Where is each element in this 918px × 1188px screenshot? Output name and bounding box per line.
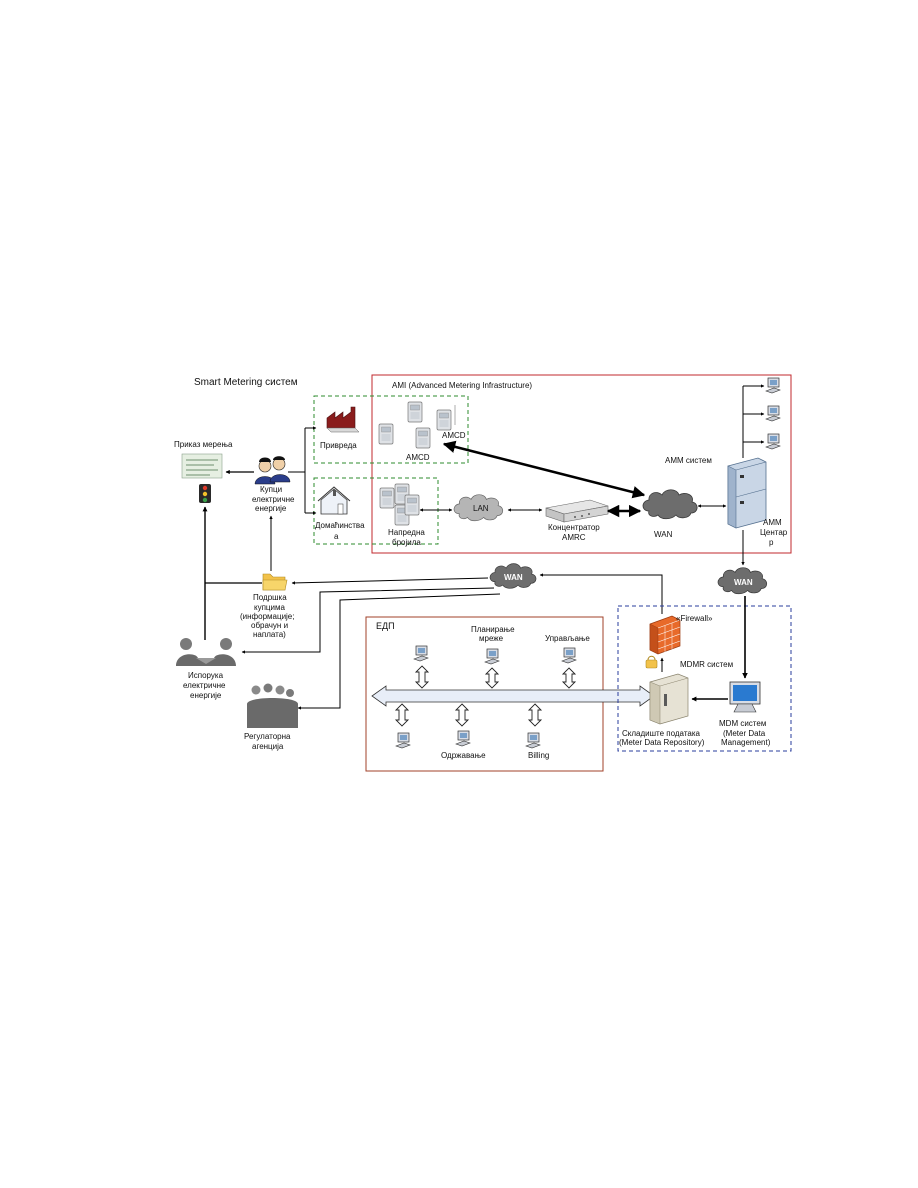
edp-bus-connectors (394, 665, 577, 727)
traffic-light-icon (199, 484, 211, 503)
prikaz-merenja-label: Приказ мерења (174, 440, 233, 449)
podrska-label-1: Подршка (253, 593, 287, 602)
billing-label: Billing (528, 751, 549, 760)
podrska-label-4: обрачун и (251, 621, 288, 630)
mdm-label-2: (Meter Data (723, 729, 766, 738)
mdm-label-3: Management) (721, 738, 771, 747)
smart-metering-title: Smart Metering систем (194, 377, 298, 388)
upravljanje-label: Управљање (545, 634, 590, 643)
amm-sistem-label: AMM систем (665, 456, 712, 465)
podrska-label-2: купцима (254, 603, 285, 612)
napredna-label-1: Напредна (388, 528, 425, 537)
kupci-label-2: електричне (252, 495, 295, 504)
meter-display-icon (181, 453, 223, 479)
skladiste-label-2: (Meter Data Repository) (619, 738, 705, 747)
domacinstva-label-2: а (334, 532, 339, 541)
wan-main-label: WAN (654, 530, 673, 539)
mdm-label-1: MDM систем (719, 719, 766, 728)
napredna-label-2: бројила (392, 538, 421, 547)
customers-icon (254, 456, 291, 485)
amm-server-icon (727, 457, 767, 529)
amm-centar-label-2: Центар (760, 528, 788, 537)
lan-cloud-icon (453, 494, 504, 522)
lock-icon (645, 655, 658, 669)
amcd-meters-top (378, 401, 456, 449)
isporuka-label-2: електричне (183, 681, 226, 690)
house-icon (317, 486, 351, 515)
koncentrator-label-2: AMRC (562, 533, 586, 542)
ami-title: AMI (Advanced Metering Infrastructure) (392, 381, 532, 390)
isporuka-label-3: енергије (190, 691, 222, 700)
firewall-icon (649, 615, 681, 655)
domacinstva-label-1: Домаћинства (315, 521, 365, 530)
amm-workstation-icons (765, 377, 781, 450)
amm-centar-label-3: р (769, 538, 774, 547)
amm-centar-label-1: AMM (763, 518, 782, 527)
planiranje-label-1: Планирање (471, 625, 515, 634)
regulatorna-label-1: Регулаторна (244, 732, 291, 741)
podrska-label-5: наплата) (253, 630, 286, 639)
factory-icon (326, 406, 360, 433)
mdm-monitor-icon (729, 681, 761, 713)
podrska-label-3: (информације; (240, 612, 294, 621)
handshake-icon (176, 638, 236, 666)
edp-title: ЕДП (376, 621, 395, 631)
wan-left-label: WAN (504, 573, 523, 582)
folder-icon (262, 573, 288, 591)
mdmr-label: MDMR систем (680, 660, 733, 669)
concentrator-icon (545, 499, 609, 523)
mdmr-boundary (617, 605, 792, 752)
isporuka-label-1: Испорука (188, 671, 224, 680)
koncentrator-label-1: Концентратор (548, 523, 600, 532)
kupci-label-1: Купци (260, 485, 282, 494)
regulatorna-label-2: агенција (252, 742, 284, 751)
regulatory-agency-icon (247, 683, 298, 728)
wan-right-label: WAN (734, 578, 753, 587)
kupci-label-3: енергије (255, 504, 287, 513)
amcd-label-1: AMCD (442, 431, 466, 440)
amcd-label-2: AMCD (406, 453, 430, 462)
privreda-label: Привреда (320, 441, 357, 450)
skladiste-label-1: Складиште података (622, 729, 701, 738)
planiranje-label-2: мреже (479, 634, 504, 643)
data-repository-icon (649, 673, 689, 725)
ami-boundary (371, 374, 792, 554)
odrzavanje-label: Одржавање (441, 751, 486, 760)
napredna-meters (379, 483, 420, 526)
lan-label: LAN (473, 504, 489, 513)
firewall-label: «Firewall» (676, 614, 713, 623)
wan-main-cloud-icon (642, 489, 698, 520)
edp-bus (371, 685, 655, 707)
